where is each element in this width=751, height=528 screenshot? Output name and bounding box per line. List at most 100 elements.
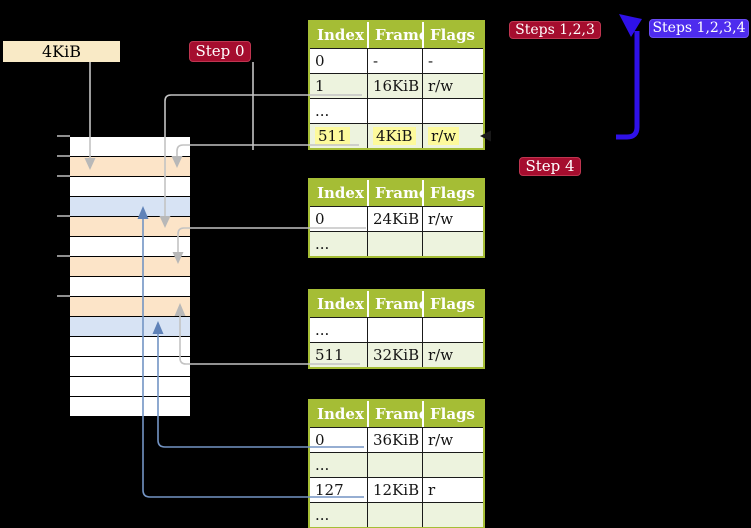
cell-flags <box>422 453 479 477</box>
cell-index: 0 <box>315 52 325 70</box>
cell-index: 0 <box>315 210 325 228</box>
cell-index: 0 <box>315 431 325 449</box>
cell-flags: - <box>422 49 479 73</box>
cell-frame: 32KiB <box>367 343 422 367</box>
arrow-table1-index1-to-frame <box>159 94 362 228</box>
memory-row-8 <box>70 277 190 296</box>
cell-flags <box>422 232 479 256</box>
header-flags: Flags <box>422 22 479 48</box>
tick-mark <box>57 135 70 137</box>
cell-frame: - <box>367 49 422 73</box>
header-index: Index <box>317 405 364 423</box>
memory-row-11 <box>70 337 190 356</box>
cell-index: ... <box>315 456 330 474</box>
cell-frame: 36KiB <box>367 428 422 452</box>
memory-column <box>70 137 190 417</box>
big-blue-arrow-icon <box>616 14 642 140</box>
arrow-table4-index127-to-frame <box>137 206 364 498</box>
table-header: Index Frame Flags <box>310 401 483 427</box>
highlight: r/w <box>428 127 460 145</box>
header-index: Index <box>317 295 364 313</box>
highlight: 4KiB <box>373 127 416 145</box>
tick-mark <box>57 175 70 177</box>
page-table-2: Index Frame Flags 0 24KiB r/w ... <box>308 178 485 258</box>
page-table-1: Index Frame Flags 0 - - 1 16KiB r/w ... … <box>308 20 485 150</box>
page-table-4: Index Frame Flags 0 36KiB r/w ... 127 12… <box>308 399 485 528</box>
cell-frame: 4KiB <box>367 124 422 148</box>
header-flags: Flags <box>422 180 479 206</box>
frame-4kib-label: 4KiB <box>3 41 120 62</box>
table-row: 1 16KiB r/w <box>310 73 483 98</box>
tick-mark <box>57 155 70 157</box>
memory-row-3 <box>70 177 190 196</box>
cell-frame <box>367 99 422 123</box>
table-row: ... <box>310 98 483 123</box>
cell-flags: r/w <box>422 428 479 452</box>
cell-flags <box>422 99 479 123</box>
tick-mark <box>57 215 70 217</box>
cell-index: ... <box>315 102 330 120</box>
cell-flags: r/w <box>422 343 479 367</box>
cell-index: 1 <box>315 77 325 95</box>
memory-row-14 <box>70 397 190 416</box>
cell-flags <box>422 503 479 527</box>
cell-index: ... <box>315 506 330 524</box>
cell-frame <box>367 503 422 527</box>
tick-mark <box>57 255 70 257</box>
table-header: Index Frame Flags <box>310 180 483 206</box>
steps1234-badge: Steps 1,2,3,4 <box>649 19 749 38</box>
table-row: 0 24KiB r/w <box>310 206 483 231</box>
arrow-table4-index0-to-frame <box>152 321 364 448</box>
cell-frame: 24KiB <box>367 207 422 231</box>
header-frame: Frame <box>367 22 422 48</box>
black-return-arrow <box>480 130 618 142</box>
table-row: 511 32KiB r/w <box>310 342 483 367</box>
cell-frame <box>367 318 422 342</box>
cell-flags: r/w <box>422 207 479 231</box>
cell-flags <box>422 318 479 342</box>
memory-row-6 <box>70 237 190 256</box>
header-frame: Frame <box>367 291 422 317</box>
header-frame: Frame <box>367 401 422 427</box>
memory-row-7 <box>70 257 190 276</box>
arrow-4kib-label-to-frame <box>84 62 96 170</box>
memory-row-2 <box>70 157 190 176</box>
header-index: Index <box>317 26 364 44</box>
memory-row-9 <box>70 297 190 316</box>
tick-mark <box>57 295 70 297</box>
cell-flags: r/w <box>422 124 479 148</box>
highlight: 511 <box>315 127 350 145</box>
cell-index: ... <box>315 321 330 339</box>
table-row: ... <box>310 502 483 527</box>
cell-frame: 16KiB <box>367 74 422 98</box>
cell-frame: 12KiB <box>367 478 422 502</box>
cell-flags: r/w <box>422 74 479 98</box>
memory-row-4 <box>70 197 190 216</box>
table-row: ... <box>310 317 483 342</box>
table-row: 0 - - <box>310 48 483 73</box>
cell-frame <box>367 232 422 256</box>
arrow-table3-index511-to-frame <box>174 303 360 365</box>
memory-row-13 <box>70 377 190 396</box>
header-flags: Flags <box>422 401 479 427</box>
table-row: 0 36KiB r/w <box>310 427 483 452</box>
header-index: Index <box>317 184 364 202</box>
table-header: Index Frame Flags <box>310 22 483 48</box>
table-row: 127 12KiB r <box>310 477 483 502</box>
memory-row-12 <box>70 357 190 376</box>
cell-index: 511 <box>315 346 344 364</box>
memory-row-5 <box>70 217 190 236</box>
table-header: Index Frame Flags <box>310 291 483 317</box>
cell-index: ... <box>315 235 330 253</box>
cell-flags: r <box>422 478 479 502</box>
table-row: ... <box>310 231 483 256</box>
table-row: ... <box>310 452 483 477</box>
step0-badge: Step 0 <box>189 41 251 62</box>
cell-index: 127 <box>315 481 344 499</box>
arrow-table1-index511-to-frame <box>171 144 359 168</box>
table-row-highlighted: 511 4KiB r/w <box>310 123 483 148</box>
cell-index: 511 <box>310 124 367 148</box>
arrow-table2-index0-to-frame <box>172 227 366 264</box>
